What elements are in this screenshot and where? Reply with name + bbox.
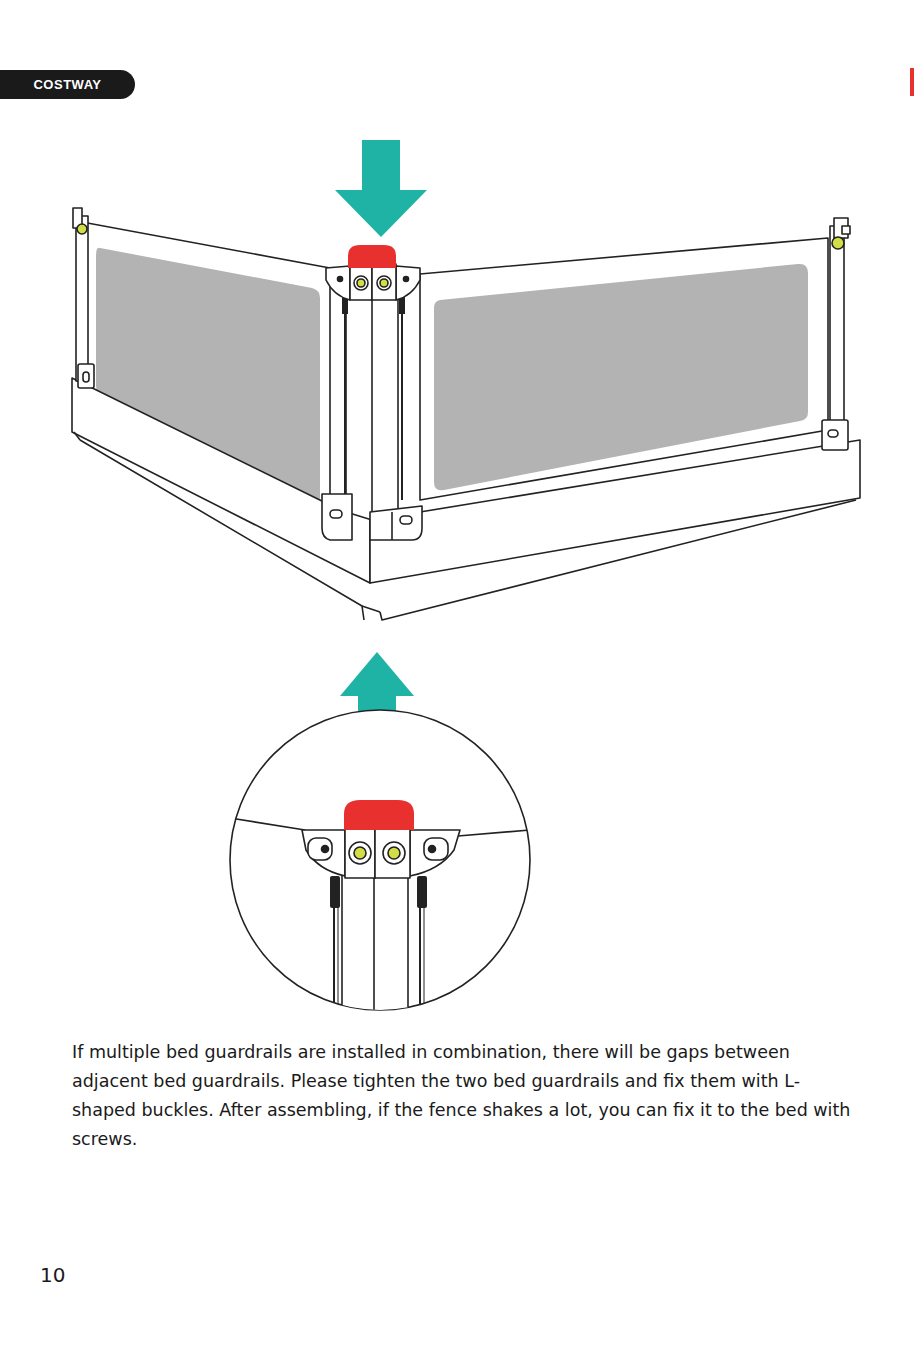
brand-name: COSTWAY [33,77,101,92]
arrow-down [335,140,427,237]
guardrail-figure [72,208,860,620]
edge-mark [910,68,914,96]
instruction-note: If multiple bed guardrails are installed… [72,1038,852,1154]
brand-badge: COSTWAY [0,70,135,99]
page-number: 10 [40,1263,100,1287]
zoom-detail [230,800,530,1020]
